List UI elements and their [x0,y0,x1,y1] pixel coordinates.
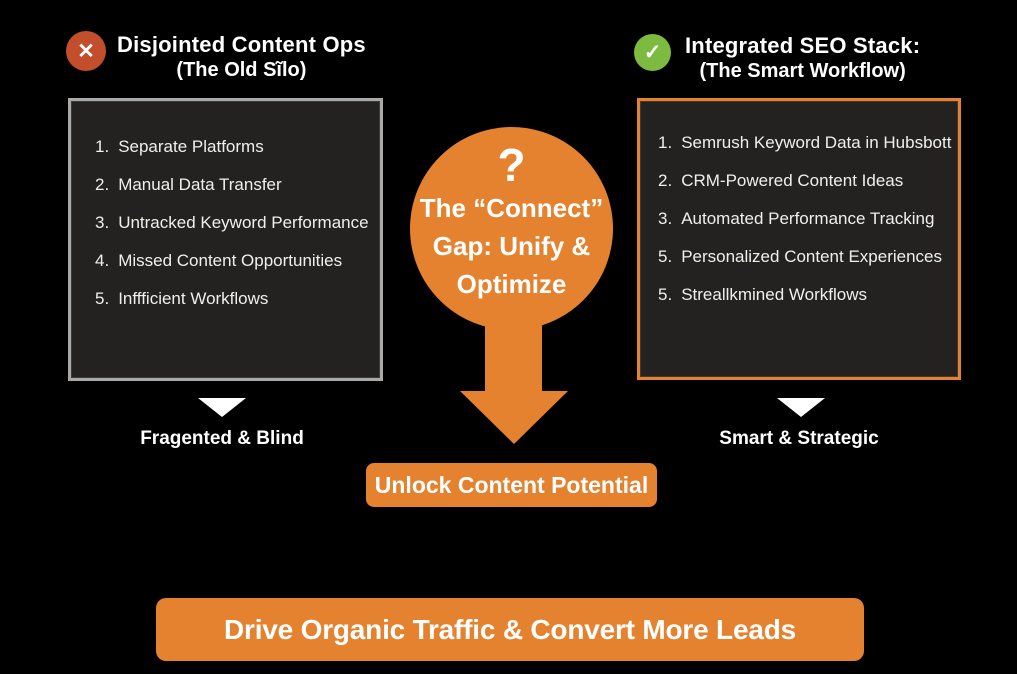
circle-text-line2: Gap: Unify & [432,231,591,261]
right-panel-header: ✓ Integrated SEO Stack: (The Smart Workf… [634,32,920,84]
list-item-text: Automated Performance Tracking [681,209,935,228]
left-panel-subtitle: (The Old Sĩlo) [176,59,307,81]
list-item: 1. Semrush Keyword Data in Hubsbott [658,132,958,153]
x-circle-icon: ✕ [66,31,106,71]
list-item-number: 1. [95,137,110,156]
list-item: 5. Inffficient Workflows [95,288,380,309]
circle-text-line1: The “Connect” [419,193,604,223]
list-item: 1. Separate Platforms [95,136,380,157]
list-item-text: Streallkmined Workflows [681,285,867,304]
list-item-number: 1. [658,133,673,152]
question-mark-icon: ? [497,139,526,191]
list-item: 5. Personalized Content Experiences [658,246,958,267]
right-header-text: Integrated SEO Stack: (The Smart Workflo… [685,32,920,84]
down-arrow-stem [485,305,542,392]
left-panel-header: ✕ Disjointed Content Ops (The Old Sĩlo) [66,31,366,83]
triangle-down-icon-right [777,398,825,417]
list-item-number: 2. [95,175,110,194]
unlock-content-potential-button[interactable]: Unlock Content Potential [366,463,657,507]
list-item: 2. CRM-Powered Content Ideas [658,170,958,191]
list-item-text: CRM-Powered Content Ideas [681,171,904,190]
list-item: 4. Missed Content Opportunities [95,250,380,271]
list-item-number: 3. [658,209,673,228]
check-glyph: ✓ [643,41,662,64]
list-item: 2. Manual Data Transfer [95,174,380,195]
list-item-number: 2. [658,171,673,190]
list-item-text: Personalized Content Experiences [681,247,943,266]
list-item-text: Semrush Keyword Data in Hubsbott [681,133,952,152]
list-item-number: 4. [95,251,110,270]
list-item-number: 3. [95,213,110,232]
check-circle-icon: ✓ [634,34,671,71]
left-header-text: Disjointed Content Ops (The Old Sĩlo) [117,31,366,83]
list-item-text: Inffficient Workflows [118,289,269,308]
triangle-down-icon-left [198,398,246,417]
right-panel-box: 1. Semrush Keyword Data in Hubsbott 2. C… [637,98,961,380]
left-panel-box: 1. Separate Platforms 2. Manual Data Tra… [68,98,383,381]
list-item-text: Manual Data Transfer [118,175,282,194]
left-footer-label: Fragented & Blind [140,428,304,449]
right-panel-subtitle: (The Smart Workflow) [699,60,906,82]
connect-gap-circle: ? The “Connect” Gap: Unify & Optimize [410,127,613,330]
list-item-number: 5. [95,289,110,308]
right-panel-title: Integrated SEO Stack: [685,33,921,58]
right-footer-label: Smart & Strategic [719,428,879,449]
list-item: 3. Untracked Keyword Performance [95,212,380,233]
list-item: 3. Automated Performance Tracking [658,208,958,229]
list-item-text: Untracked Keyword Performance [118,213,369,232]
drive-traffic-banner[interactable]: Drive Organic Traffic & Convert More Lea… [156,598,864,661]
list-item-text: Separate Platforms [118,137,264,156]
list-item-number: 5. [658,247,673,266]
left-panel-title: Disjointed Content Ops [117,32,366,57]
list-item-text: Missed Content Opportunities [118,251,343,270]
list-item: 5. Streallkmined Workflows [658,284,958,305]
list-item-number: 5. [658,285,673,304]
down-arrow-icon [460,391,568,444]
circle-text-line3: Optimize [456,269,567,299]
x-glyph: ✕ [77,39,95,63]
